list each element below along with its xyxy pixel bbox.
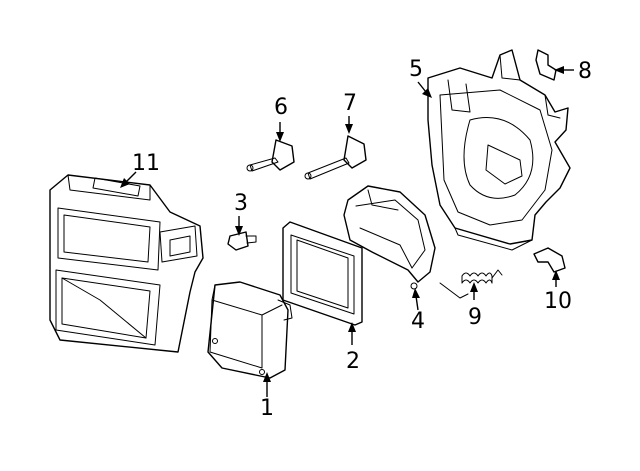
part-10-clip — [533, 247, 566, 273]
callout-7: 7 — [343, 91, 357, 116]
callout-3: 3 — [234, 191, 248, 216]
callout-8: 8 — [578, 59, 592, 84]
callout-2: 2 — [346, 349, 360, 374]
part-7-adjusting-screw — [304, 135, 367, 180]
callout-4: 4 — [411, 309, 425, 334]
part-5-housing-bracket — [427, 49, 571, 251]
part-2-retaining-ring — [282, 221, 363, 326]
part-1-sealed-beam-lamp — [207, 281, 293, 379]
callout-numbers: 1 2 3 4 5 6 7 8 9 10 11 — [132, 57, 592, 421]
part-11-headlamp-bezel — [49, 174, 204, 353]
callout-5: 5 — [409, 57, 423, 82]
callout-10: 10 — [544, 289, 572, 314]
part-6-adjusting-screw — [246, 139, 295, 172]
part-3-push-pin — [227, 231, 257, 251]
leader-lines — [120, 66, 574, 397]
callout-1: 1 — [260, 396, 274, 421]
part-9-spring — [439, 269, 503, 299]
callout-9: 9 — [468, 305, 482, 330]
callout-6: 6 — [274, 95, 288, 120]
callout-11: 11 — [132, 151, 160, 176]
part-8-clip — [535, 49, 557, 81]
part-4-mounting-bucket — [343, 185, 436, 290]
